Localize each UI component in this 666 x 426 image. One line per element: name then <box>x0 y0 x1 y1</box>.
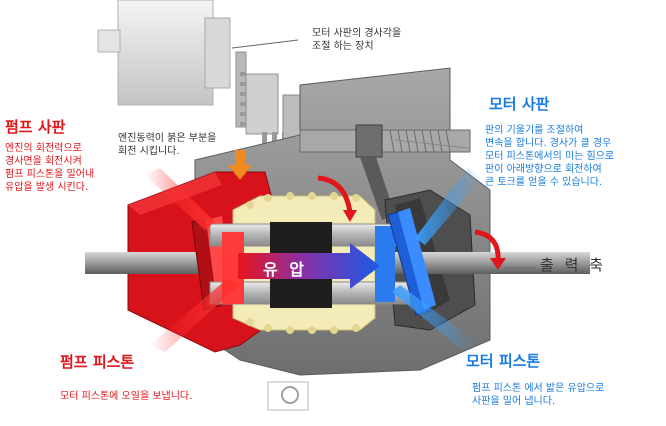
rotation-arrow-right <box>474 229 506 270</box>
motor-piston-title: 모터 피스톤 <box>466 352 541 370</box>
output-shaft-label: 출 력 축 <box>540 256 606 274</box>
pump-piston-title: 펌프 피스톤 <box>60 353 135 371</box>
pump-swash-pointer <box>145 168 215 230</box>
motor-swash-leader <box>394 139 469 149</box>
engine-power-arrow <box>228 150 252 180</box>
pump-swash-title: 펌프 사판 <box>5 118 66 136</box>
pump-swash-desc: 엔진의 회전력으로 경사면을 회전시켜 펌프 피스톤을 밀어내 유압을 발생 시… <box>5 143 95 193</box>
pump-piston-desc: 모터 피스톤에 오일을 보냅니다. <box>60 391 193 402</box>
tilt-device-label: 모터 사판의 경사각을 조절 하는 장치 <box>312 28 402 52</box>
rotation-arrow-top <box>317 175 357 222</box>
motor-piston-desc: 펌프 피스톤 에서 밟은 유압으로 사판을 밀어 냅니다. <box>472 383 605 407</box>
engine-power-label: 엔진동력이 붉은 부분을 회전 시킵니다. <box>118 133 217 157</box>
motor-piston-pointer <box>392 285 478 352</box>
pump-piston-pointer <box>150 278 240 352</box>
oil-pressure-arrow <box>238 243 380 289</box>
motor-swash-title: 모터 사판 <box>489 95 550 113</box>
oil-pressure-label: 유 압 <box>263 260 308 279</box>
motor-swash-desc: 판의 기울기를 조절하여 변속을 합니다. 경사가 클 경우 모터 피스톤에서의… <box>485 125 615 188</box>
motor-swash-pointer <box>415 168 482 245</box>
tilt-device-leader <box>231 39 299 49</box>
